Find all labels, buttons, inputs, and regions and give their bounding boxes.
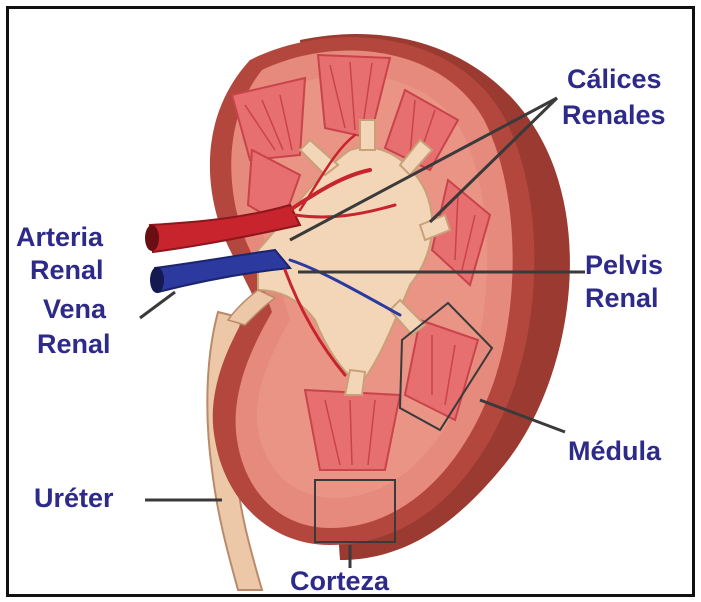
label-vena-2: Renal: [37, 329, 111, 359]
label-corteza: Corteza: [290, 566, 390, 596]
label-arteria-1: Arteria: [16, 222, 104, 252]
renal-artery-opening: [145, 225, 159, 251]
renal-vein-opening: [150, 267, 164, 293]
label-calices-1: Cálices: [567, 64, 662, 94]
label-ureter: Uréter: [34, 483, 114, 513]
label-arteria-2: Renal: [30, 255, 104, 285]
label-pelvis-2: Renal: [585, 283, 659, 313]
label-calices-2: Renales: [562, 100, 666, 130]
label-vena-1: Vena: [43, 294, 107, 324]
label-pelvis-1: Pelvis: [585, 250, 663, 280]
label-medula: Médula: [568, 436, 662, 466]
